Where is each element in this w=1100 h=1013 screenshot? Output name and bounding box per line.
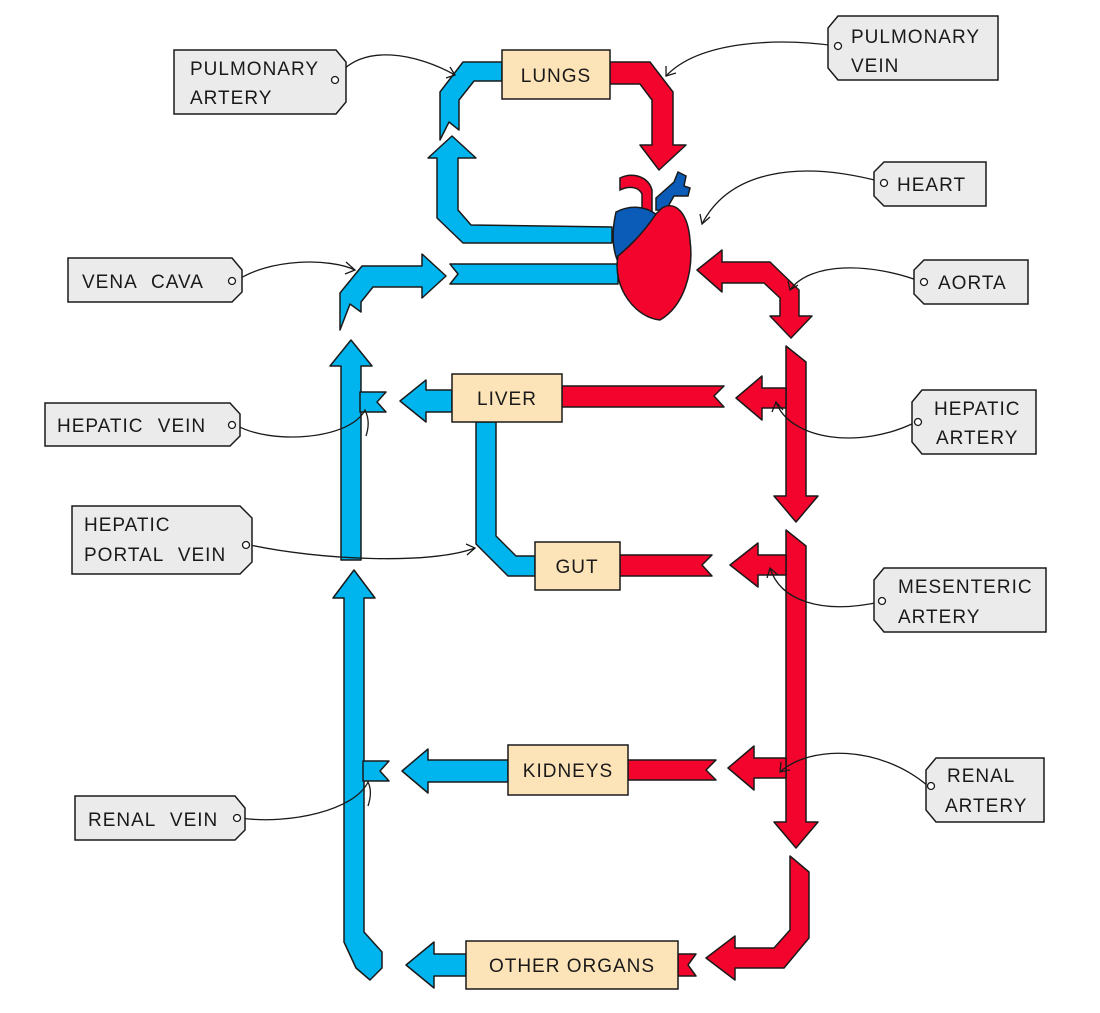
renal-artery-to-kidneys xyxy=(627,759,717,781)
pulmonary-vein-label-line1: PULMONARY xyxy=(851,27,980,48)
tag-renal-artery: RENAL ARTERY xyxy=(925,757,1045,823)
hepatic-artery-vessel xyxy=(735,375,787,421)
pointer-vena-cava xyxy=(235,261,356,282)
lungs-label: LUNGS xyxy=(521,66,591,87)
pointer-lines xyxy=(235,41,929,821)
pointer-mesenteric-artery-head xyxy=(766,566,779,579)
pulmonary-artery-vessel xyxy=(427,135,613,244)
liver-label: LIVER xyxy=(477,389,537,410)
tag-hepatic-artery: HEPATIC ARTERY xyxy=(911,389,1037,455)
hepatic-artery-label-line2: ARTERY xyxy=(936,428,1018,449)
artery-vessels xyxy=(561,61,819,981)
tag-hepatic-vein: HEPATIC VEIN xyxy=(44,402,241,447)
pointer-vena-cava-head xyxy=(344,261,357,275)
organ-liver: LIVER xyxy=(451,373,563,423)
vena-cava-upper-bend xyxy=(339,253,447,331)
vein-vessels xyxy=(329,61,619,989)
hepatic-vein-vessel xyxy=(399,379,453,423)
hepatic-portal-vein-label-line1: HEPATIC xyxy=(84,515,171,536)
pulmonary-vein-vessel xyxy=(609,61,687,171)
pulmonary-vein-label-line2: VEIN xyxy=(851,56,899,77)
renal-vein-vessel xyxy=(401,748,509,794)
lungs-box xyxy=(501,49,611,100)
tag-pulmonary-vein: PULMONARY VEIN xyxy=(827,15,999,81)
hepatic-vein-notch xyxy=(359,391,387,413)
pointer-renal-artery-head xyxy=(779,761,791,773)
pointer-renal-vein xyxy=(239,780,371,821)
heart-ventricles xyxy=(616,205,692,321)
pulmonary-artery-label-line1: PULMONARY xyxy=(190,59,319,80)
organ-lungs: LUNGS xyxy=(501,49,611,100)
kidneys-box xyxy=(507,744,629,796)
renal-artery-vessel xyxy=(727,745,787,791)
pointer-pulmonary-artery-head xyxy=(445,66,456,79)
liver-box xyxy=(451,373,563,423)
renal-artery-label-line2: ARTERY xyxy=(945,796,1027,817)
pointer-hepatic-portal-vein xyxy=(249,544,476,560)
tag-aorta: AORTA xyxy=(913,259,1029,305)
hepatic-vein-label: HEPATIC VEIN xyxy=(57,416,206,437)
pulmonary-artery-label-line2: ARTERY xyxy=(190,88,272,109)
renal-vein-label: RENAL VEIN xyxy=(88,810,218,831)
gut-box xyxy=(534,541,621,591)
heart-label: HEART xyxy=(897,175,966,196)
pointer-aorta-head xyxy=(787,280,799,292)
label-tags: PULMONARY ARTERY PULMONARY VEIN HEART VE… xyxy=(44,15,1047,841)
pulmonary-artery-to-lungs xyxy=(439,61,503,141)
pointer-hepatic-artery xyxy=(775,401,917,439)
other-organs-artery-stub xyxy=(677,953,697,977)
other-organs-box xyxy=(465,940,679,990)
tag-hepatic-portal-vein: HEPATIC PORTAL VEIN xyxy=(71,505,253,575)
artery-trunk-lower xyxy=(705,855,810,981)
other-organs-vein-vessel xyxy=(405,941,467,989)
vena-cava-label: VENA CAVA xyxy=(82,272,204,293)
organ-other-organs: OTHER ORGANS xyxy=(465,940,679,990)
pointer-heart-head xyxy=(699,213,711,226)
pointer-hepatic-portal-vein-head xyxy=(465,543,477,556)
heart-upper-vessel-red xyxy=(619,174,653,213)
renal-vein-notch xyxy=(362,760,390,782)
pointer-renal-artery xyxy=(779,752,929,787)
pointer-pulmonary-vein-head xyxy=(665,66,677,77)
hepatic-portal-vein-vessel xyxy=(475,421,536,577)
kidneys-label: KIDNEYS xyxy=(523,761,613,782)
tag-renal-vein: RENAL VEIN xyxy=(74,795,246,841)
pointer-mesenteric-artery xyxy=(769,567,881,608)
tag-heart: HEART xyxy=(873,161,987,207)
organ-kidneys: KIDNEYS xyxy=(507,744,629,796)
tag-mesenteric-artery: MESENTERIC ARTERY xyxy=(873,567,1047,633)
organ-boxes: LUNGS LIVER GUT KIDNEYS OTHER ORGANS xyxy=(451,49,679,990)
heart-icon xyxy=(612,170,692,321)
mesenteric-artery-label-line2: ARTERY xyxy=(898,607,980,628)
other-organs-label: OTHER ORGANS xyxy=(489,956,655,977)
hepatic-artery-label-line1: HEPATIC xyxy=(934,399,1021,420)
mesenteric-artery-label-line1: MESENTERIC xyxy=(898,577,1033,598)
pointer-hepatic-artery-head xyxy=(771,400,784,413)
vena-cava-vessel xyxy=(449,263,619,285)
pointer-pulmonary-artery xyxy=(334,54,456,81)
mesenteric-artery-vessel xyxy=(729,542,787,588)
pointer-hepatic-vein xyxy=(235,408,369,438)
vein-trunk-upper xyxy=(329,339,373,561)
aorta-vessel xyxy=(696,249,813,339)
tag-vena-cava: VENA CAVA xyxy=(67,257,243,303)
artery-trunk-upper xyxy=(773,345,819,523)
pointer-aorta xyxy=(789,267,923,291)
pointer-heart xyxy=(701,170,883,225)
hepatic-portal-vein-label-line2: PORTAL VEIN xyxy=(84,545,226,566)
mesenteric-artery-to-gut xyxy=(619,554,713,577)
hepatic-artery-to-liver xyxy=(561,385,725,408)
heart-upper-vessel-blue xyxy=(655,170,691,211)
tag-pulmonary-artery: PULMONARY ARTERY xyxy=(173,49,347,115)
artery-trunk-middle xyxy=(773,529,819,849)
pointer-pulmonary-vein xyxy=(665,41,837,77)
organ-gut: GUT xyxy=(534,541,621,591)
renal-artery-label-line1: RENAL xyxy=(947,766,1015,787)
gut-label: GUT xyxy=(555,557,598,578)
aorta-label: AORTA xyxy=(938,273,1007,294)
